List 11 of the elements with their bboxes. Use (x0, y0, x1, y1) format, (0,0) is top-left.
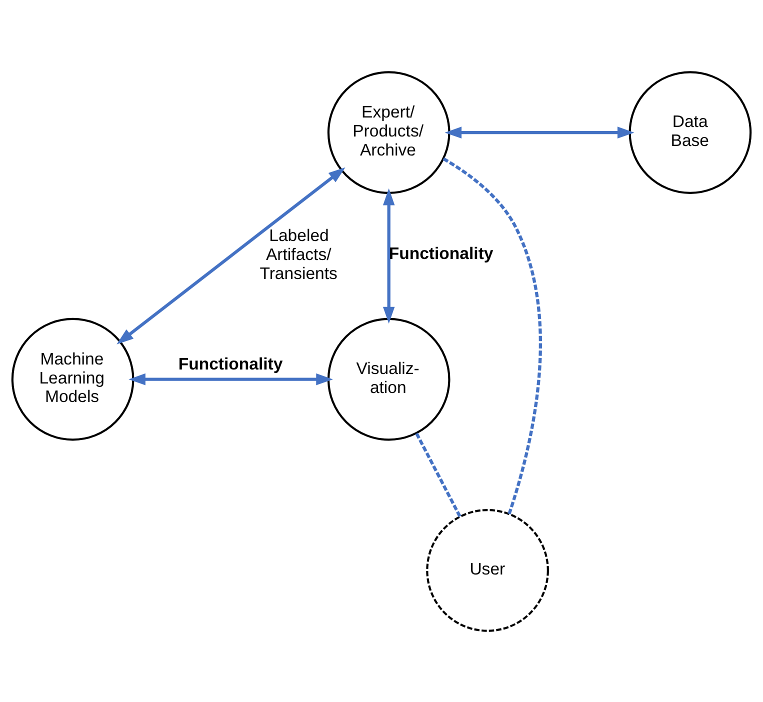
arrow (444, 126, 634, 138)
edge-label: Labeled Artifacts/ Transients (260, 226, 338, 282)
connector (442, 156, 542, 514)
node-circle: User (426, 508, 549, 632)
connector (415, 432, 462, 517)
node-circle: Data Base (628, 70, 752, 194)
arrow (382, 188, 395, 324)
arrow (116, 166, 346, 344)
edge-label: Functionality (178, 354, 283, 374)
node-circle: Visualiz- ation (327, 317, 450, 440)
arrow (128, 372, 333, 385)
